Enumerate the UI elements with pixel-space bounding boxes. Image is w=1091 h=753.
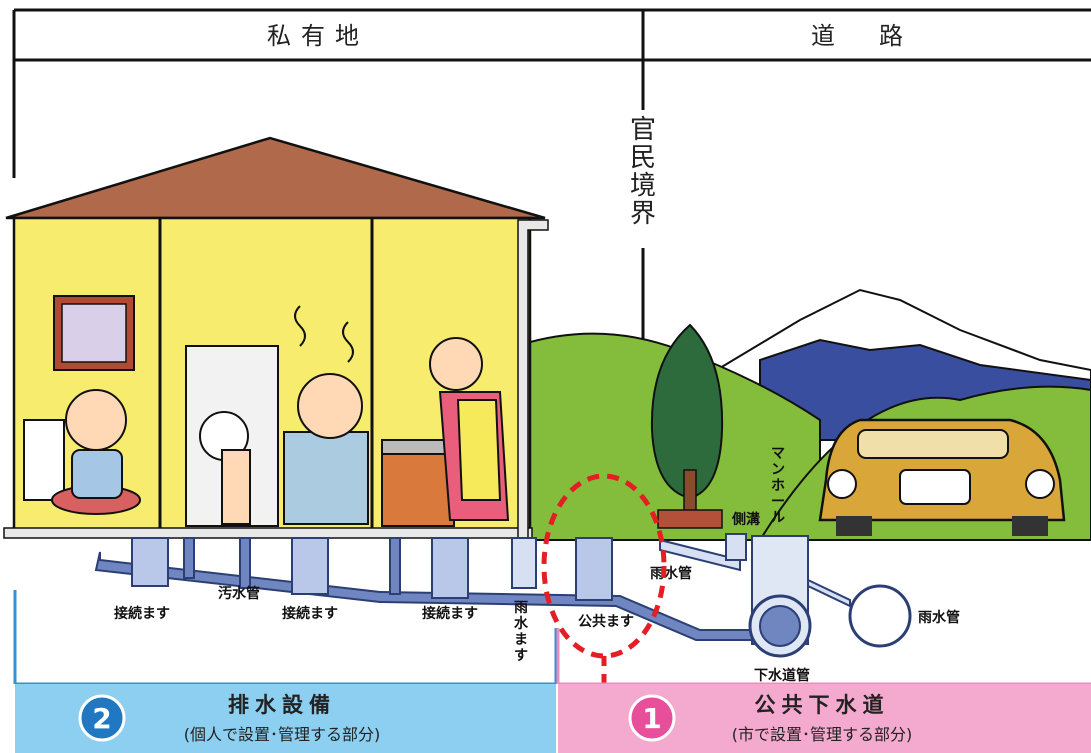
svg-text:ホ: ホ [771,478,785,494]
header-bar: 私有地 道 路 [12,8,1091,178]
svg-text:マ: マ [771,446,785,462]
bathing-child [297,373,363,439]
sewer-pipe-label: 下水道管 [754,667,810,684]
private-panel-number: 2 [92,702,111,735]
child-figure [65,389,127,451]
public-box-label: 公共ます [578,613,634,630]
landscape [519,288,1091,541]
boundary-label-char-3: 境 [630,171,656,201]
labels: 接続ます 汚水管 接続ます 接続ます 雨 水 ま す 公共ます 雨水管 側溝 マ… [114,446,960,684]
svg-text:ン: ン [771,462,785,478]
boundary-label-char-2: 民 [630,143,656,173]
manhole-label: マ ン ホ ー ル [771,446,785,526]
svg-text:ー: ー [771,494,785,510]
car-icon [818,418,1066,536]
bathtub [283,431,369,525]
svg-text:す: す [514,648,528,664]
rain-pipe-upper-label: 雨水管 [650,565,692,582]
connection-box-label-3: 接続ます [422,605,478,622]
public-panel-subtitle: (市で設置･管理する部分) [732,725,913,744]
sewage-pipe-label: 汚水管 [218,585,260,602]
svg-text:水: 水 [514,615,529,632]
toilet [23,419,65,501]
connection-box-label-2: 接続ます [282,605,338,622]
rain-pipe-right-label: 雨水管 [918,609,960,626]
side-ditch-label: 側溝 [731,511,760,528]
bottom-panels: 2 排水設備 (個人で設置･管理する部分) 1 公共下水道 (市で設置･管理する… [13,590,1091,753]
drain-pipes [94,533,912,658]
mother-figure [429,337,483,391]
public-panel-number-badge [628,694,676,742]
connection-box-label-1: 接続ます [114,605,170,622]
kitchen-counter [381,451,455,527]
svg-text:雨: 雨 [514,600,528,616]
public-panel-number: 1 [642,702,661,735]
private-panel-subtitle: (個人で設置･管理する部分) [184,725,381,744]
private-land-header: 私有地 [267,22,369,50]
rain-pipe-circle [848,584,912,648]
public-panel-title: 公共下水道 [755,693,890,717]
private-panel-number-badge [78,694,126,742]
rain-box-label: 雨 水 ま す [514,600,529,664]
private-panel-title: 排水設備 [228,693,336,717]
boundary-label-char-4: 界 [630,199,656,229]
roof [5,136,546,220]
road-header: 道 路 [811,22,913,50]
svg-text:ル: ル [771,510,785,526]
house [3,136,549,556]
boundary-label-char-1: 官 [630,115,656,145]
svg-text:ま: ま [514,632,528,648]
